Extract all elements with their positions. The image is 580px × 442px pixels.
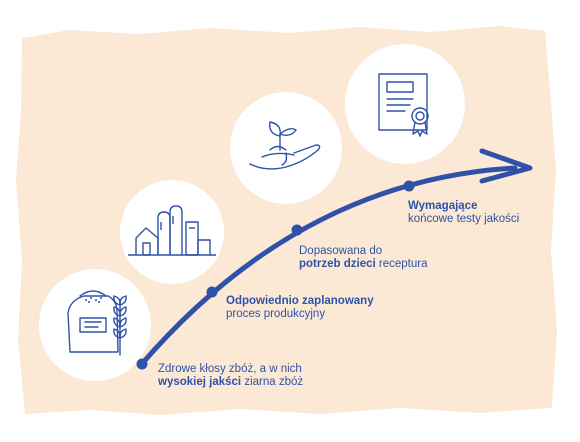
step-1-line-1: Zdrowe kłosy zbóż, a w nich xyxy=(158,363,302,375)
hand-sprout-icon xyxy=(249,121,321,170)
step-4-circle xyxy=(345,44,465,164)
progress-curve xyxy=(137,165,518,369)
step-1-marker xyxy=(136,358,148,370)
step-3-marker xyxy=(291,224,303,236)
step-3-line-2: potrzeb dzieci receptura xyxy=(299,258,427,271)
step-2-line-2: proces produkcyjny xyxy=(226,308,326,320)
step-1-label: Zdrowe kłosy zbóż, a w nich wysokiej jak… xyxy=(158,363,303,389)
step-3-label: Dopasowana do potrzeb dzieci receptura xyxy=(299,245,427,271)
step-4-bold: Wymagające xyxy=(408,200,478,212)
arrow-head xyxy=(479,148,533,184)
grain-dots xyxy=(85,297,102,303)
step-3-rest: receptura xyxy=(375,258,428,270)
step-3-circle xyxy=(230,92,342,204)
step-4-line-1: Wymagające xyxy=(408,200,519,213)
step-1-circle xyxy=(39,269,151,381)
step-1-rest: ziarna zbóż xyxy=(241,376,304,388)
step-1-bold: wysokiej jakści xyxy=(158,376,242,388)
step-2-marker xyxy=(206,286,218,298)
grain-sack-wheat-icon xyxy=(67,290,127,356)
step-2-circle xyxy=(120,180,224,284)
step-2-bold: Odpowiednio zaplanowany xyxy=(226,295,374,307)
step-4-marker xyxy=(403,180,415,192)
factory-icon xyxy=(128,205,216,256)
step-2-label: Odpowiednio zaplanowany proces produkcyj… xyxy=(226,295,374,321)
step-4-line-2: końcowe testy jakości xyxy=(408,213,520,225)
step-3-line-1: Dopasowana do xyxy=(299,245,383,257)
step-3-bold: potrzeb dzieci xyxy=(299,258,376,270)
step-1-line-2: wysokiej jakści ziarna zbóż xyxy=(158,376,303,389)
step-2-line-1: Odpowiednio zaplanowany xyxy=(226,295,374,308)
step-4-label: Wymagające końcowe testy jakości xyxy=(408,200,519,226)
certificate-icon xyxy=(378,73,429,137)
